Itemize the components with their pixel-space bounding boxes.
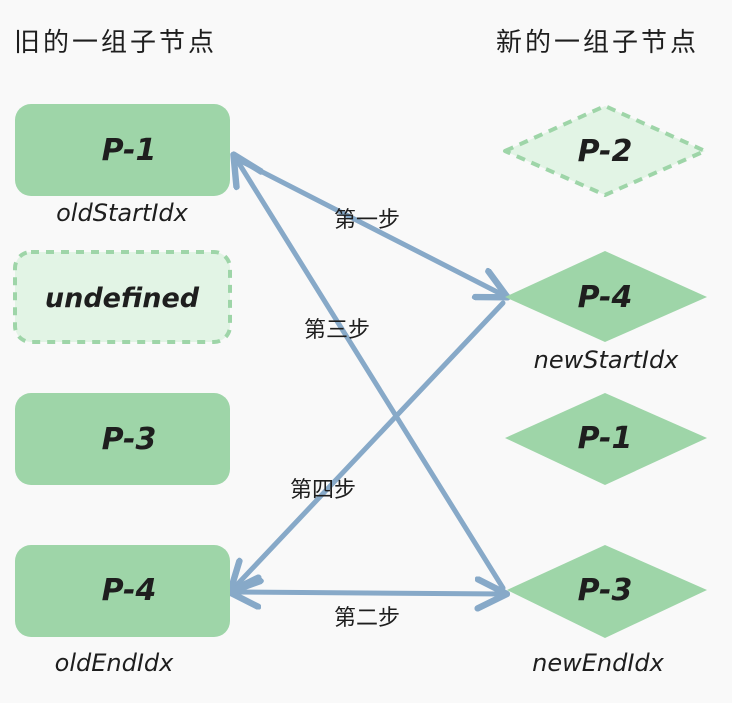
old-node-2-label: undefined [45, 283, 200, 314]
step1-label: 第一步 [334, 208, 400, 233]
old-node-1-shape [15, 104, 230, 196]
new-node-3-shape [505, 393, 707, 485]
step2-label: 第二步 [334, 606, 400, 631]
old-start-pointer: oldStartIdx [56, 199, 189, 227]
new-node-2-shape [505, 251, 707, 342]
arrow-step3 [235, 157, 506, 591]
new-node-2: P-4 [505, 251, 707, 342]
new-node-3: P-1 [505, 393, 707, 485]
old-node-3-shape [15, 393, 230, 485]
step3-label: 第三步 [304, 318, 370, 343]
old-node-2: undefined [13, 250, 232, 344]
arrow-step4 [232, 300, 506, 590]
old-node-4-label: P-4 [102, 573, 157, 608]
new-node-1: P-2 [503, 104, 707, 197]
new-children-heading: 新的一组子节点 [496, 28, 700, 58]
step4-label: 第四步 [290, 478, 356, 503]
old-node-4: P-4 [15, 545, 230, 637]
arrows-group [232, 157, 505, 594]
new-node-4-label: P-3 [578, 573, 633, 608]
old-node-3: P-3 [15, 393, 230, 485]
old-node-2-shape [13, 250, 232, 344]
arrow-step1 [230, 154, 505, 296]
new-node-4: P-3 [507, 545, 707, 638]
old-children-heading: 旧的一组子节点 [14, 28, 218, 58]
new-node-4-shape [507, 545, 707, 638]
old-node-1: P-1 [15, 104, 230, 196]
arrow-step2 [232, 592, 504, 594]
old-node-1-label: P-1 [102, 133, 157, 168]
new-start-pointer: newStartIdx [534, 346, 680, 374]
old-end-pointer: oldEndIdx [55, 649, 175, 677]
new-end-pointer: newEndIdx [532, 649, 665, 677]
new-node-2-label: P-4 [578, 280, 633, 315]
new-node-1-label: P-2 [578, 134, 633, 169]
old-node-3-label: P-3 [102, 422, 157, 457]
new-node-3-label: P-1 [578, 421, 633, 456]
new-node-1-shape [503, 104, 707, 197]
old-node-4-shape [15, 545, 230, 637]
